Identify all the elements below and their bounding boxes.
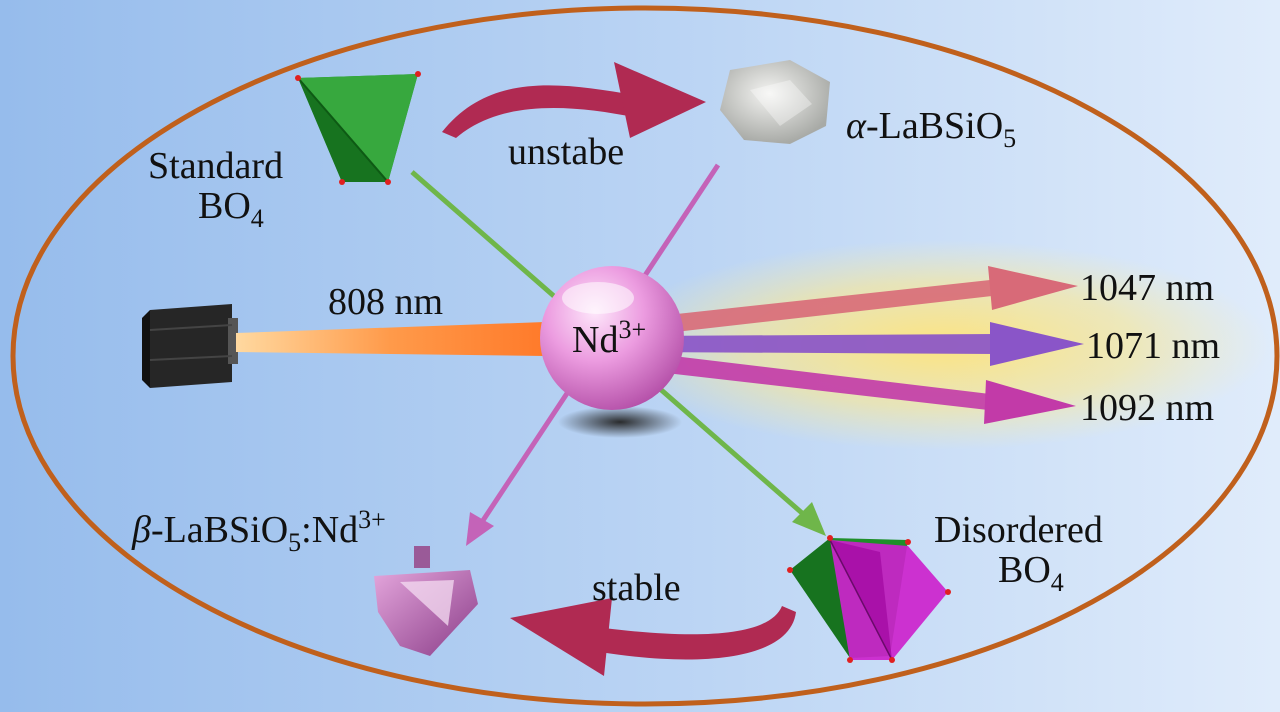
- outer-ellipse: [10, 5, 1280, 707]
- disordered-bo4-polyhedra: [787, 535, 951, 663]
- standard-label-line2: BO4: [148, 185, 283, 233]
- unstable-curved-arrow: [442, 62, 706, 138]
- standard-bo-subscript: 4: [250, 204, 264, 233]
- alpha-label: α-LaBSiO5: [846, 105, 1017, 153]
- emission-label-1071: 1071 nm: [1086, 325, 1221, 367]
- beta-subscript: 5: [288, 528, 302, 557]
- unstable-label: unstabe: [508, 131, 625, 173]
- sphere-shadow: [558, 406, 682, 438]
- nd-symbol: Nd: [572, 319, 619, 361]
- emission-label-1047: 1047 nm: [1080, 267, 1215, 309]
- emission-arrow-1047: [640, 266, 1078, 336]
- disordered-bo4-label: Disordered BO4: [934, 509, 1103, 597]
- beta-label: β-LaBSiO5:Nd3+: [132, 505, 386, 557]
- laser-source: [142, 304, 238, 388]
- standard-bo4-label: Standard BO4: [148, 145, 284, 233]
- disordered-label-line2: BO4: [934, 549, 1103, 597]
- standard-bo-text: BO: [198, 185, 251, 227]
- disordered-label-line1: Disordered: [934, 509, 1103, 551]
- nd-ion-label: Nd3+: [572, 315, 646, 364]
- sphere-highlight: [562, 282, 634, 314]
- alpha-subscript: 5: [1003, 124, 1017, 153]
- alpha-greek: α: [846, 105, 866, 147]
- emission-label-1092: 1092 nm: [1080, 387, 1215, 429]
- magenta-arrowhead: [466, 512, 494, 546]
- alpha-formula: -LaBSiO: [865, 105, 1004, 147]
- alpha-crystal-image: [720, 60, 830, 144]
- beta-dopant-charge: 3+: [358, 505, 386, 534]
- disordered-bo-text: BO: [998, 549, 1051, 591]
- beta-formula: -LaBSiO: [150, 509, 289, 551]
- disordered-bo-subscript: 4: [1050, 568, 1064, 597]
- nd-charge: 3+: [618, 315, 647, 344]
- beta-greek: β: [132, 509, 151, 551]
- standard-bo4-tetrahedron: [295, 71, 421, 185]
- standard-label-line1: Standard: [148, 145, 284, 187]
- green-arrowhead: [792, 502, 826, 536]
- beta-crystal-image: [374, 546, 478, 656]
- pump-beam: [236, 322, 545, 356]
- stable-label: stable: [592, 567, 681, 609]
- emission-arrow-1071: [640, 322, 1084, 366]
- pump-wavelength-label: 808 nm: [328, 281, 444, 323]
- emission-arrow-1092: [640, 352, 1076, 424]
- beta-dopant: :Nd: [301, 509, 359, 551]
- stable-curved-arrow: [510, 598, 796, 676]
